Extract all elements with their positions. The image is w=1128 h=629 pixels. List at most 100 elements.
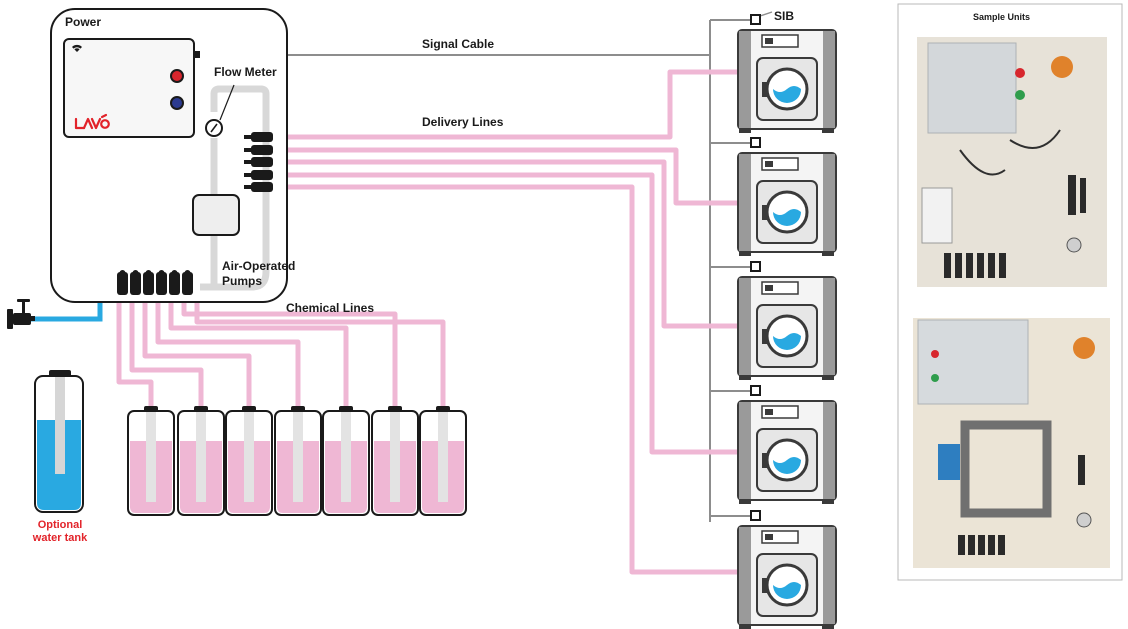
pump-cap xyxy=(171,270,178,276)
air-operated-pumps-label-2: Pumps xyxy=(222,274,262,288)
pump-cap xyxy=(145,270,152,276)
air-operated-pump xyxy=(117,272,128,295)
pump-row xyxy=(117,270,193,295)
washer-side-panel xyxy=(739,31,751,128)
signal-port xyxy=(194,51,200,58)
washer-handle xyxy=(762,82,768,97)
delivery-manifold xyxy=(244,132,273,192)
air-operated-pump xyxy=(143,272,154,295)
flow-meter-leader xyxy=(219,84,235,121)
washer-machine-4 xyxy=(737,385,837,504)
delivery-line-2 xyxy=(272,147,745,206)
washer-side-panel xyxy=(739,278,751,375)
sample-units-label: Sample Units xyxy=(973,12,1030,22)
drum-suction-tube xyxy=(438,412,448,502)
flow-meter-label: Flow Meter xyxy=(214,65,277,79)
washer-water xyxy=(773,209,801,226)
washer-handle xyxy=(762,453,768,468)
sib-box xyxy=(750,510,761,521)
washer-side-panel xyxy=(823,402,835,499)
sib-label: SIB xyxy=(774,9,794,23)
controller-box xyxy=(63,38,195,138)
pump-cap xyxy=(184,270,191,276)
chemical-drum-5 xyxy=(322,406,370,516)
delivery-lines xyxy=(272,69,745,575)
delivery-outlet xyxy=(251,132,273,142)
washer-display xyxy=(765,409,773,415)
delivery-outlet xyxy=(251,170,273,180)
washer-side-panel xyxy=(823,278,835,375)
sample-unit-photo-bottom xyxy=(913,318,1110,568)
washer-handle xyxy=(762,205,768,220)
washer-water xyxy=(773,582,801,599)
pump-cap xyxy=(158,270,165,276)
water-tap-icon xyxy=(7,299,35,329)
delivery-outlet-stem xyxy=(244,160,252,164)
chemical-lines-label: Chemical Lines xyxy=(286,301,374,315)
washer-side-panel xyxy=(823,527,835,624)
chemical-drum-1 xyxy=(127,406,175,516)
optional-water-tank-label-2: water tank xyxy=(32,532,88,544)
washer-side-panel xyxy=(739,527,751,624)
indicator-light-blue xyxy=(170,96,184,110)
delivery-line-5 xyxy=(272,184,745,575)
delivery-lines-label: Delivery Lines xyxy=(422,115,504,129)
delivery-line-1 xyxy=(272,69,745,140)
delivery-outlet xyxy=(251,157,273,167)
chemical-line-4 xyxy=(155,290,301,410)
delivery-outlet xyxy=(251,145,273,155)
drum-suction-tube xyxy=(390,412,400,502)
optional-water-tank xyxy=(34,370,84,513)
power-label: Power xyxy=(65,15,101,29)
washer-side-panel xyxy=(823,31,835,128)
sib-box xyxy=(750,137,761,148)
washer-display xyxy=(765,161,773,167)
washer-display xyxy=(765,534,773,540)
chemical-drum-3 xyxy=(225,406,273,516)
chemical-drum-7 xyxy=(419,406,467,516)
chemical-line-7 xyxy=(194,290,446,410)
chemical-drum-4 xyxy=(274,406,322,516)
washer-machine-5 xyxy=(737,510,837,629)
optional-water-tank-label-1: Optional xyxy=(38,519,83,531)
washer-side-panel xyxy=(739,154,751,251)
lavo-logo xyxy=(74,113,110,130)
drum-suction-tube xyxy=(196,412,206,502)
washer-water xyxy=(773,333,801,350)
air-line-loop xyxy=(200,85,270,291)
washer-side-panel xyxy=(739,402,751,499)
washer-side-panel xyxy=(823,154,835,251)
washer-water xyxy=(773,86,801,103)
washer-display xyxy=(765,285,773,291)
washer-machine-3 xyxy=(737,261,837,380)
drum-suction-tube xyxy=(341,412,351,502)
delivery-outlet-stem xyxy=(244,173,252,177)
indicator-light-red xyxy=(170,69,184,83)
sample-units-panel xyxy=(897,3,1123,581)
sib-box xyxy=(750,14,761,25)
sib-leader xyxy=(759,11,773,17)
drum-suction-tube xyxy=(293,412,303,502)
gauge-needle xyxy=(210,123,218,133)
sample-unit-photo-top xyxy=(917,37,1107,287)
chemical-drum-2 xyxy=(177,406,225,516)
delivery-outlet xyxy=(251,182,273,192)
air-operated-pump xyxy=(130,272,141,295)
pump-cap xyxy=(132,270,139,276)
sib-box xyxy=(750,385,761,396)
chemical-drums xyxy=(127,406,467,516)
sib-box xyxy=(750,261,761,272)
washer-machine-1 xyxy=(737,14,837,133)
air-operated-pump xyxy=(182,272,193,295)
pump-cap xyxy=(119,270,126,276)
drum-suction-tube xyxy=(244,412,254,502)
chemical-line-2 xyxy=(129,290,204,410)
washer-water xyxy=(773,457,801,474)
chemical-line-3 xyxy=(142,290,252,410)
chemical-lines xyxy=(116,290,446,410)
air-operated-pump xyxy=(169,272,180,295)
drum-suction-tube xyxy=(146,412,156,502)
wifi-icon xyxy=(72,44,82,52)
chemical-line-1 xyxy=(116,290,154,410)
